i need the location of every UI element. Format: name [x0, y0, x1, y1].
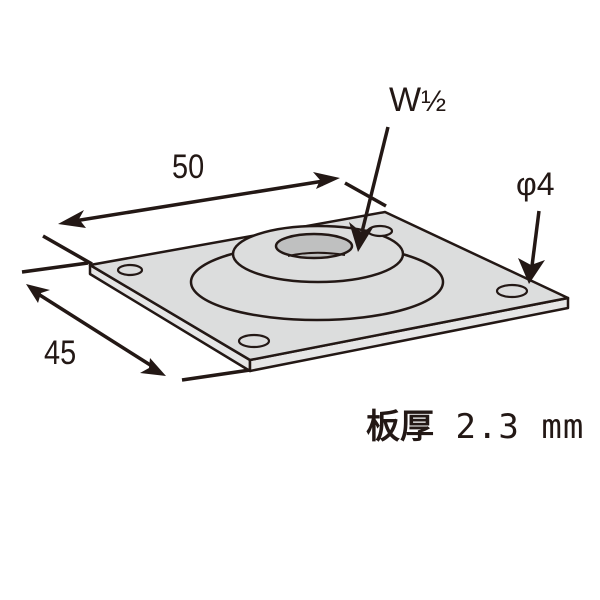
mount-hole-bottom [237, 333, 271, 349]
dimension-45-arrow-top [26, 284, 50, 303]
dimension-50-arrow-left [58, 210, 86, 228]
thread-size-fraction: ½ [421, 85, 447, 118]
plate-thickness-label: 板厚 2.3 mm [366, 410, 584, 444]
diameter-value: 4 [536, 166, 555, 202]
dimension-45-arrow-bottom [140, 358, 166, 376]
mount-hole-right [495, 283, 529, 299]
dimension-50-arrow-right [313, 172, 340, 189]
thickness-value: 2.3 [455, 407, 520, 447]
thickness-unit: mm [541, 407, 585, 447]
mount-hole-diameter-label: φ4 [516, 168, 555, 200]
dimension-45-lines [21, 261, 251, 382]
depth-dimension-label: 45 [44, 334, 77, 372]
dimension-50-lines [42, 176, 387, 266]
thread-size-label: W½ [389, 83, 446, 117]
thickness-kanji: 板厚 [366, 407, 434, 447]
threaded-center-hole [274, 232, 354, 260]
thread-size-main: W [389, 81, 422, 119]
mounting-holes [116, 224, 529, 349]
diameter-symbol: φ [516, 166, 537, 202]
hole-diameter-leader [518, 210, 545, 284]
thread-leader [349, 126, 390, 252]
mount-hole-left [116, 263, 144, 277]
width-dimension-label: 50 [172, 148, 205, 186]
